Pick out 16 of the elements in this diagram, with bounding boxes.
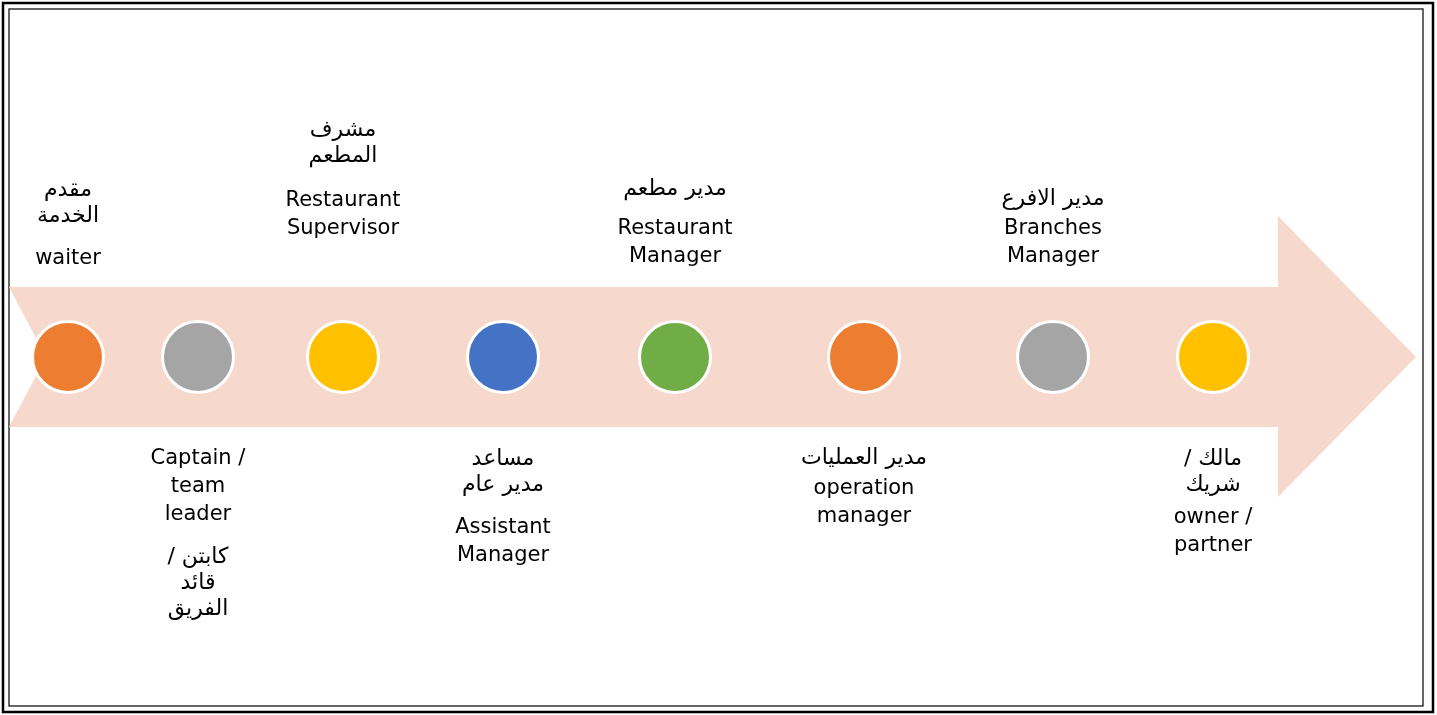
role-label: مشرف المطعم: [307, 116, 379, 168]
role-label: كابتن / قائد الفريق: [166, 543, 230, 621]
role-label: مدير مطعم: [622, 175, 728, 201]
role-label: مالك / شريك: [1182, 445, 1244, 497]
role-label: Captain / team leader: [149, 444, 247, 527]
role-label: owner / partner: [1172, 503, 1254, 558]
role-label: مدير الافرع: [1000, 185, 1106, 211]
role-label: مساعد مدير عام: [460, 445, 545, 497]
role-label: مقدم الخدمة: [35, 176, 101, 228]
role-label: operation manager: [812, 474, 916, 529]
role-label: مدير العمليات: [799, 444, 929, 470]
role-label: Assistant Manager: [454, 513, 552, 568]
role-label: Branches Manager: [1003, 214, 1103, 269]
role-label: waiter: [34, 244, 102, 271]
role-label: Restaurant Supervisor: [284, 186, 402, 241]
role-label: Restaurant Manager: [616, 214, 734, 269]
